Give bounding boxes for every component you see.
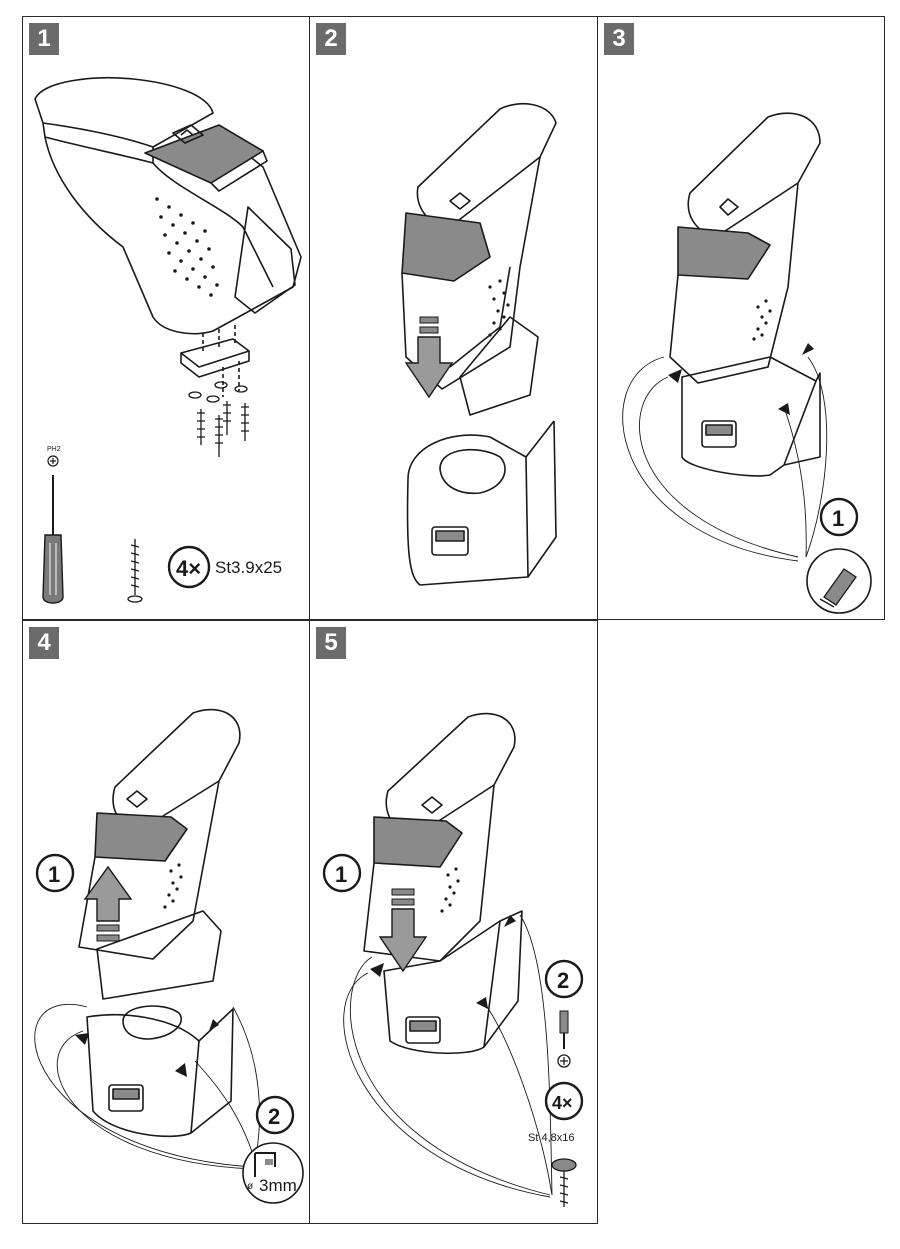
step-number-badge: 2 (316, 23, 346, 55)
chevron-button (449, 192, 471, 210)
callout-circle (544, 959, 584, 999)
step-number-badge: 5 (316, 627, 346, 659)
drill-size: 3mm (259, 1176, 297, 1195)
step-4-illustration: 1 2 ø 3mm (34, 708, 304, 1204)
armrest-body (401, 156, 541, 390)
diameter-symbol: ø (247, 1181, 253, 1192)
up-arrow-icon (83, 865, 133, 942)
perforation-pattern (155, 197, 219, 297)
tool-label: PH2 (47, 446, 61, 453)
callout-number-1: 1 (48, 862, 60, 887)
armrest-lid (34, 77, 214, 148)
step-1-panel: 1 (22, 16, 310, 620)
step-4-panel: 4 (22, 620, 310, 1224)
armrest-body (44, 126, 302, 335)
armrest-lid (416, 102, 557, 228)
armrest-body (669, 182, 799, 384)
screw-icon (551, 1158, 577, 1207)
washers-and-screws (188, 381, 249, 457)
step-5-panel: 5 1 2 (309, 620, 598, 1224)
step-2-panel: 2 (309, 16, 598, 620)
arrow-marker-icons (75, 1019, 219, 1077)
storage-cover (373, 816, 463, 868)
callout-number-1: 1 (335, 862, 347, 887)
quantity-circle (167, 545, 211, 589)
down-arrow-icon (404, 316, 454, 399)
screw-count: 4× (176, 556, 201, 581)
console-base (406, 434, 529, 586)
quantity-circle (544, 1081, 584, 1121)
screw-count: 4× (552, 1093, 573, 1113)
armrest-lid (385, 712, 516, 838)
screw-icon (127, 539, 143, 603)
console-base (681, 356, 817, 477)
screw-spec: St 4,8x16 (528, 1132, 574, 1144)
screw-spec: St3.9x25 (215, 558, 282, 577)
step-3-illustration: 1 (622, 112, 872, 614)
step-5-illustration: 1 2 4× St 4,8x16 (322, 712, 584, 1207)
callout-circle (819, 497, 859, 537)
chevron-button (126, 790, 148, 808)
chevron-button (172, 124, 204, 144)
screwdriver-icon (557, 1010, 571, 1068)
step-3-panel: 3 1 (597, 16, 885, 620)
step-1-illustration: PH2 4× St3.9x25 (34, 77, 302, 604)
perforation-pattern (488, 279, 510, 337)
storage-cover (401, 212, 491, 282)
callout-circle (255, 1095, 295, 1135)
console-base (383, 920, 501, 1054)
down-arrow-icon (378, 888, 428, 973)
step-number-badge: 3 (604, 23, 634, 55)
armrest-lid (112, 708, 241, 832)
perforation-pattern (163, 863, 183, 909)
arrow-marker-icons (668, 343, 814, 415)
console-base (86, 1014, 200, 1138)
chevron-button (719, 198, 739, 216)
storage-cover (94, 812, 188, 862)
screwdriver-icon (42, 455, 64, 604)
callout-circle (35, 853, 75, 893)
step-2-illustration (401, 102, 557, 586)
storage-cover (677, 226, 771, 280)
step-number-badge: 1 (29, 23, 59, 55)
chevron-button (421, 796, 443, 814)
step-number-badge: 4 (29, 627, 59, 659)
callout-number-2: 2 (557, 968, 569, 993)
perforation-pattern (440, 867, 460, 913)
callout-number: 1 (832, 506, 844, 531)
drill-bit-icon (242, 1142, 304, 1204)
armrest-lid (687, 112, 821, 238)
callout-number-2: 2 (268, 1104, 280, 1129)
perforation-pattern (752, 299, 772, 341)
callout-circle (322, 853, 362, 893)
armrest-body (78, 780, 220, 960)
arrow-marker-icons (370, 915, 516, 1009)
